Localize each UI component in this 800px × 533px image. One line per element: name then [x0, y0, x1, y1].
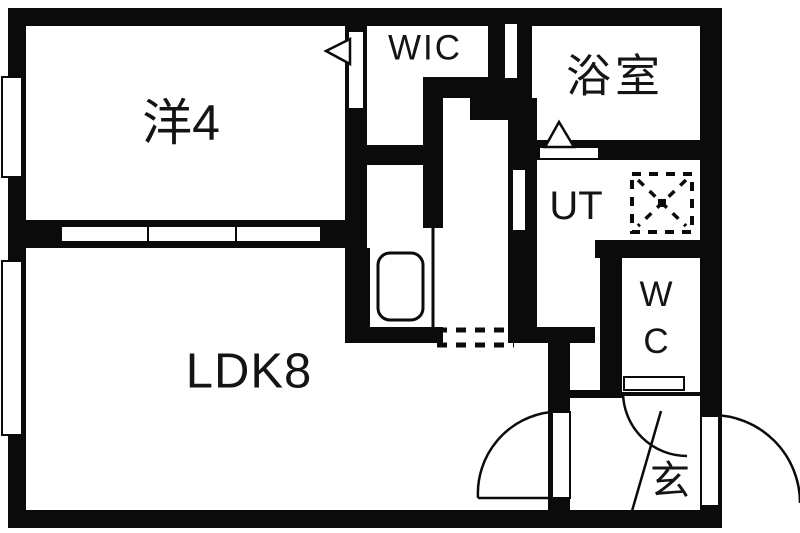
wall-kitchen-bottom: [345, 327, 443, 343]
room-label-toilet: W C: [639, 271, 672, 365]
door-toilet: [623, 376, 685, 391]
door-utility: [511, 168, 527, 232]
wall-bathroom-bottom: [508, 140, 700, 160]
room-label-utility: UT: [549, 184, 603, 228]
door-entrance: [700, 415, 720, 507]
door-swing-arc-toilet: [621, 391, 688, 458]
sliding-door-divider: [147, 227, 149, 241]
sliding-door-divider: [235, 227, 237, 241]
wall-toilet-threshold-line: [622, 392, 700, 396]
door-wic: [347, 30, 365, 110]
wall-closet-column-bottom: [367, 145, 433, 165]
wall-outer-bottom: [8, 510, 720, 528]
room-label-wic: WIC: [387, 28, 463, 68]
window-ldk: [1, 260, 23, 436]
wall-corridor-left: [423, 98, 443, 228]
sliding-door-western-room: [60, 225, 322, 243]
door-swing-arc-ldk: [476, 410, 552, 499]
room-label-toilet-line2: C: [643, 322, 669, 361]
wall-kitchen-left: [345, 248, 370, 327]
wall-entrance-top-line: [570, 390, 622, 398]
wall-utility-bottom: [595, 240, 700, 258]
room-label-bathroom: 浴室: [565, 50, 665, 102]
washing-machine-icon: [630, 172, 694, 234]
room-label-toilet-line1: W: [639, 275, 673, 314]
window-western-room: [1, 76, 23, 178]
wall-toilet-left: [600, 258, 622, 398]
wall-outer-right: [700, 8, 722, 528]
kitchen-sink-icon: [376, 251, 425, 322]
wall-hall-horizontal: [517, 327, 595, 343]
door-ldk-hall: [551, 411, 571, 499]
wall-slit: [505, 24, 517, 78]
room-label-ldk: LDK8: [185, 344, 313, 399]
door-swing-arc-entrance: [711, 413, 800, 504]
room-label-western-room: 洋4: [142, 94, 220, 151]
door-bathroom: [538, 146, 600, 160]
room-label-entrance: 玄: [650, 459, 690, 503]
